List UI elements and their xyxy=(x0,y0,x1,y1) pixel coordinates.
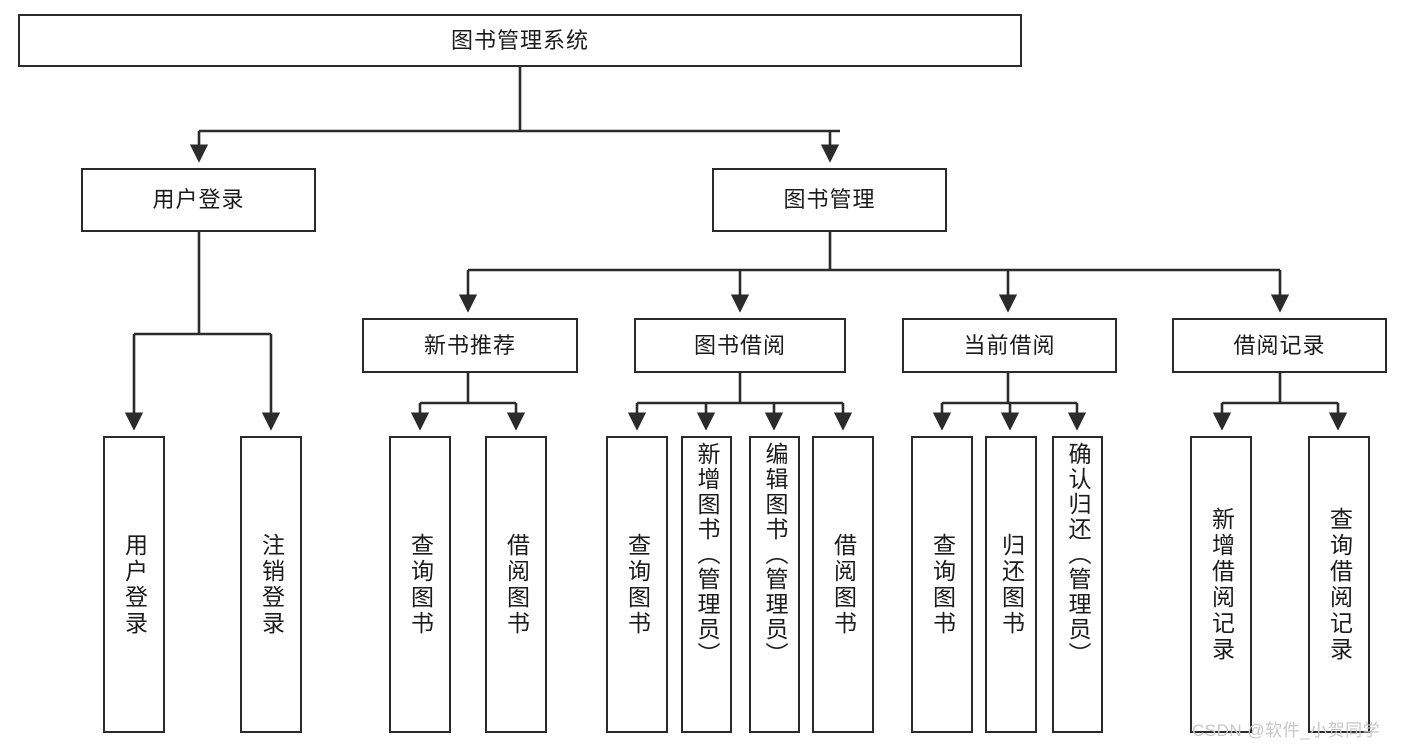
watermark-text: CSDN @软件_小贺同学 xyxy=(1192,721,1381,740)
node-label: 借阅图书 xyxy=(503,532,530,637)
node-root-library-management-system[interactable]: 图书管理系统 xyxy=(18,14,1022,67)
node-label: 确认归还（管理员） xyxy=(1065,442,1091,667)
node-borrow-record[interactable]: 借阅记录 xyxy=(1172,318,1387,373)
node-label: 新增图书（管理员） xyxy=(694,442,720,667)
leaf-add-book-admin[interactable]: 新增图书（管理员） xyxy=(681,436,732,733)
node-label: 查询图书 xyxy=(929,532,956,637)
node-book-borrow[interactable]: 图书借阅 xyxy=(634,318,846,373)
node-label: 查询借阅记录 xyxy=(1326,506,1353,663)
node-label: 图书管理 xyxy=(783,187,876,213)
node-label: 新增借阅记录 xyxy=(1208,506,1235,663)
leaf-query-borrow-record[interactable]: 查询借阅记录 xyxy=(1308,436,1370,733)
leaf-logout[interactable]: 注销登录 xyxy=(240,436,302,733)
leaf-edit-book-admin[interactable]: 编辑图书（管理员） xyxy=(749,436,800,733)
leaf-return-book[interactable]: 归还图书 xyxy=(985,436,1037,733)
node-label: 当前借阅 xyxy=(963,332,1056,358)
node-label: 用户登录 xyxy=(152,187,245,213)
leaf-add-borrow-record[interactable]: 新增借阅记录 xyxy=(1190,436,1252,733)
node-label: 编辑图书（管理员） xyxy=(762,442,788,667)
node-label: 用户登录 xyxy=(121,532,148,637)
leaf-borrow-book-newbook[interactable]: 借阅图书 xyxy=(485,436,547,733)
node-label: 借阅图书 xyxy=(830,532,857,637)
leaf-query-book-newbook[interactable]: 查询图书 xyxy=(389,436,451,733)
node-label: 归还图书 xyxy=(998,532,1025,637)
node-label: 图书借阅 xyxy=(693,332,786,358)
leaf-query-book-borrow[interactable]: 查询图书 xyxy=(606,436,668,733)
node-user-login[interactable]: 用户登录 xyxy=(81,168,316,232)
node-label: 新书推荐 xyxy=(423,332,516,358)
node-label: 查询图书 xyxy=(407,532,434,637)
leaf-query-book-current[interactable]: 查询图书 xyxy=(911,436,973,733)
leaf-user-login[interactable]: 用户登录 xyxy=(103,436,165,733)
leaf-confirm-return-admin[interactable]: 确认归还（管理员） xyxy=(1052,436,1103,733)
leaf-borrow-book-borrow[interactable]: 借阅图书 xyxy=(812,436,874,733)
node-current-borrow[interactable]: 当前借阅 xyxy=(902,318,1117,373)
node-label: 查询图书 xyxy=(624,532,651,637)
node-label: 借阅记录 xyxy=(1233,332,1326,358)
node-label: 注销登录 xyxy=(258,532,285,637)
node-label: 图书管理系统 xyxy=(450,27,589,53)
node-new-book-recommendation[interactable]: 新书推荐 xyxy=(362,318,578,373)
node-book-management[interactable]: 图书管理 xyxy=(712,168,947,232)
